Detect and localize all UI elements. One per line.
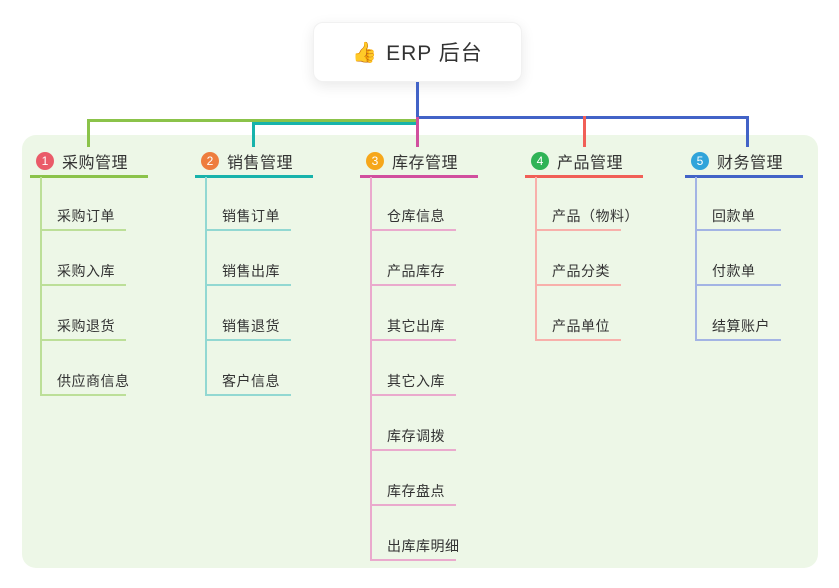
connector-branch-1-drop [87,119,90,147]
connector-branch-3-drop [416,117,419,147]
mindmap-item[interactable]: 产品库存 [387,263,445,279]
branch-badge-2: 2 [201,152,219,170]
item-underline [370,229,456,231]
branch-node-3[interactable]: 3 库存管理 [366,150,458,172]
mindmap-item[interactable]: 回款单 [712,208,756,224]
connector-branch-1 [87,119,419,122]
mindmap-item[interactable]: 库存调拨 [387,428,445,444]
mindmap-item[interactable]: 供应商信息 [57,373,130,389]
branch-label-4: 产品管理 [557,155,624,172]
item-underline [205,394,291,396]
connector-branch-4-drop [583,116,586,147]
connector-branch-2 [252,122,419,125]
item-underline [40,394,126,396]
item-underline [205,284,291,286]
mindmap-item[interactable]: 结算账户 [712,318,770,334]
mindmap-item[interactable]: 采购订单 [57,208,115,224]
item-underline [40,339,126,341]
item-underline [370,284,456,286]
root-title: ERP 后台 [386,42,483,65]
item-underline [370,559,456,561]
branch-underline-3 [360,175,478,178]
branch-badge-3: 3 [366,152,384,170]
connector-branch-5 [417,116,748,119]
branch-2-subtree-line [205,177,207,396]
mindmap-item[interactable]: 出库库明细 [387,538,460,554]
branch-label-1: 采购管理 [62,155,129,172]
branch-underline-1 [30,175,148,178]
item-underline [370,339,456,341]
item-underline [695,229,781,231]
branch-node-1[interactable]: 1 采购管理 [36,150,128,172]
branch-label-3: 库存管理 [392,155,459,172]
branch-badge-4: 4 [531,152,549,170]
item-underline [40,284,126,286]
item-underline [535,284,621,286]
item-underline [535,339,621,341]
branch-4-subtree-line [535,177,537,341]
branch-node-4[interactable]: 4 产品管理 [531,150,623,172]
item-underline [205,339,291,341]
branch-1-subtree-line [40,177,42,396]
mindmap-item[interactable]: 付款单 [712,263,756,279]
branch-badge-1: 1 [36,152,54,170]
item-underline [695,339,781,341]
branch-underline-5 [685,175,803,178]
branch-label-2: 销售管理 [227,155,294,172]
mindmap-item[interactable]: 库存盘点 [387,483,445,499]
mindmap-item[interactable]: 其它入库 [387,373,445,389]
mindmap-item[interactable]: 产品单位 [552,318,610,334]
item-underline [40,229,126,231]
item-underline [695,284,781,286]
branch-badge-5: 5 [691,152,709,170]
mindmap-item[interactable]: 采购退货 [57,318,115,334]
mindmap-item[interactable]: 其它出库 [387,318,445,334]
item-underline [205,229,291,231]
branch-underline-4 [525,175,643,178]
mindmap-item[interactable]: 产品分类 [552,263,610,279]
root-node[interactable]: 👍 ERP 后台 [313,22,522,82]
branch-label-5: 财务管理 [717,155,784,172]
mindmap-item[interactable]: 销售订单 [222,208,280,224]
mindmap-item[interactable]: 仓库信息 [387,208,445,224]
mindmap-item[interactable]: 产品（物料） [552,208,639,224]
branch-underline-2 [195,175,313,178]
connector-branch-2-drop [252,122,255,147]
item-underline [370,449,456,451]
item-underline [370,504,456,506]
thumbs-up-icon: 👍 [352,41,378,64]
branch-3-subtree-line [370,177,372,561]
root-stem-connector [416,82,419,117]
mindmap-item[interactable]: 客户信息 [222,373,280,389]
item-underline [535,229,621,231]
branch-node-2[interactable]: 2 销售管理 [201,150,293,172]
mindmap-item[interactable]: 采购入库 [57,263,115,279]
mindmap-item[interactable]: 销售出库 [222,263,280,279]
connector-branch-5-drop [746,116,749,147]
mindmap-item[interactable]: 销售退货 [222,318,280,334]
item-underline [370,394,456,396]
branches-panel [22,135,818,568]
branch-node-5[interactable]: 5 财务管理 [691,150,783,172]
branch-5-subtree-line [695,177,697,341]
